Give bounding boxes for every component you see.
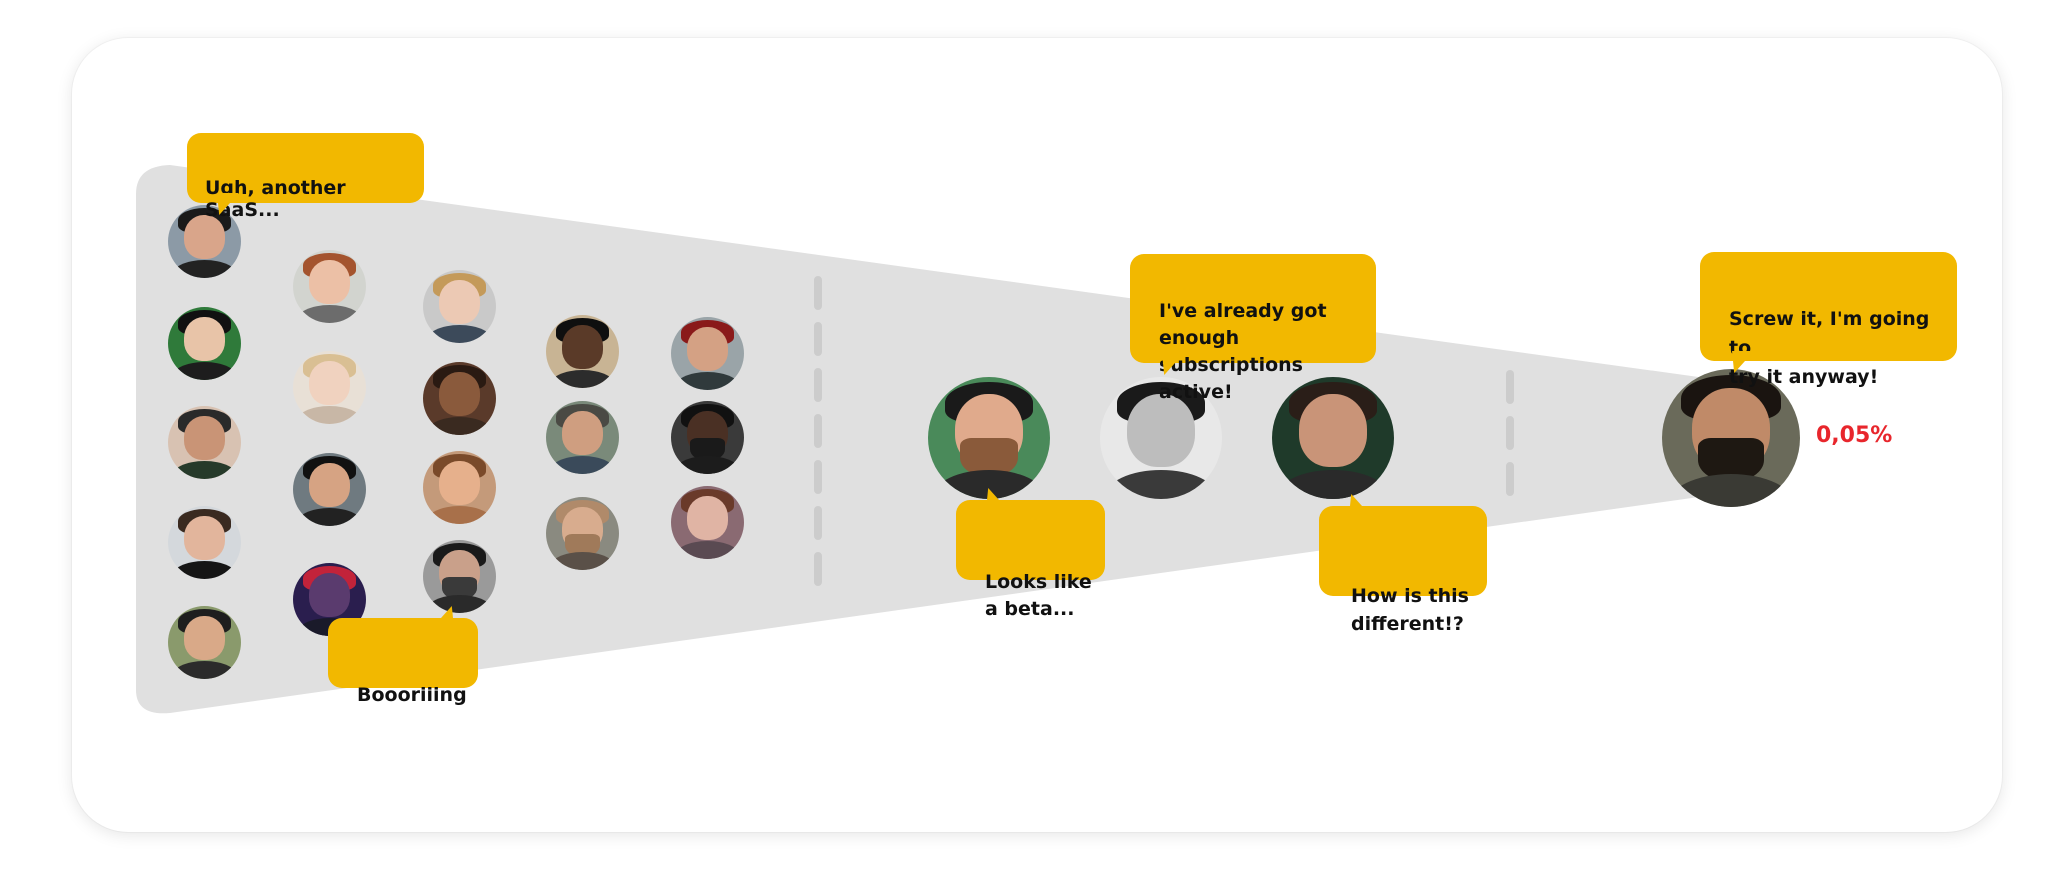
speech-bubble-text: Boooriiing <box>357 684 467 706</box>
speech-bubble-beta: Looks like a beta... <box>956 488 1105 620</box>
speech-bubble-text: How is this different!? <box>1351 585 1469 635</box>
person-avatar <box>293 250 366 323</box>
person-avatar <box>1100 377 1222 499</box>
person-avatar <box>546 497 619 570</box>
person-avatar <box>423 362 496 435</box>
person-avatar <box>168 205 241 278</box>
conversion-rate-label: 0,05% <box>1816 423 1893 448</box>
person-avatar <box>423 540 496 613</box>
speech-bubble-subscriptions: I've already got enough subscriptions ac… <box>1130 254 1376 403</box>
person-avatar <box>671 401 744 474</box>
person-avatar <box>671 317 744 390</box>
person-avatar <box>1662 369 1800 507</box>
person-avatar <box>546 401 619 474</box>
person-avatar <box>423 451 496 524</box>
speech-bubble-text: Looks like a beta... <box>985 571 1092 620</box>
person-avatar <box>546 315 619 388</box>
person-avatar <box>1272 377 1394 499</box>
person-avatar <box>168 506 241 579</box>
speech-bubble-different: How is this different!? <box>1319 494 1487 635</box>
person-avatar <box>168 606 241 679</box>
speech-bubble-try-anyway: Screw it, I'm going to try it anyway! <box>1700 252 1957 388</box>
speech-bubble-text: I've already got enough subscriptions ac… <box>1159 300 1327 403</box>
person-avatar <box>671 486 744 559</box>
person-avatar <box>928 377 1050 499</box>
person-avatar <box>168 307 241 380</box>
person-avatar <box>293 351 366 424</box>
speech-bubble-boring: Boooriiing <box>328 618 478 706</box>
person-avatar <box>423 270 496 343</box>
speech-bubble-text: Ugh, another SaaS... <box>205 177 346 221</box>
person-avatar <box>293 453 366 526</box>
speech-bubble-saas: Ugh, another SaaS... <box>187 133 424 221</box>
person-avatar <box>168 406 241 479</box>
